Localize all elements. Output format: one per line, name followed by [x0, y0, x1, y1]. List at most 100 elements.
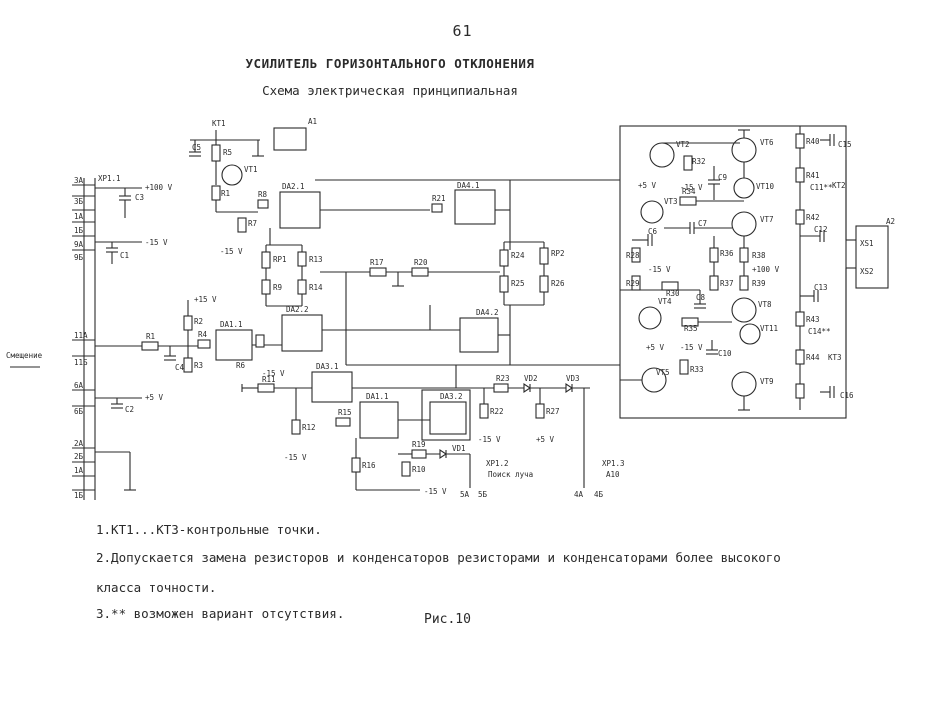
capacitor-label: C14** — [808, 327, 831, 336]
pin-label: 1Б — [74, 226, 84, 235]
resistor-label: R23 — [496, 374, 510, 383]
test-point-label: KT3 — [828, 353, 842, 362]
resistor-label: R39 — [752, 279, 766, 288]
resistor-label: R28 — [626, 251, 640, 260]
capacitor-label: C4 — [175, 363, 185, 372]
resistor-label: R15 — [338, 408, 352, 417]
supply-label: +100 V — [145, 183, 173, 192]
pin-label: 11А — [74, 331, 88, 340]
connector-label: XP1.1 — [98, 174, 121, 183]
transistor-label: VT8 — [758, 300, 772, 309]
resistor-label: R26 — [551, 279, 565, 288]
capacitor-label: C3 — [135, 193, 144, 202]
supply-label: -15 V — [648, 265, 671, 274]
pin-label: А10 — [606, 470, 620, 479]
ic-label: DA3.1 — [316, 362, 339, 371]
resistor-label: R40 — [806, 137, 820, 146]
pin-label: 1А — [74, 466, 84, 475]
ic-label: DA4.2 — [476, 308, 499, 317]
resistor-label: R43 — [806, 315, 820, 324]
resistor-label: R25 — [511, 279, 525, 288]
supply-label: +100 V — [752, 265, 780, 274]
resistor-label: R6 — [236, 361, 246, 370]
capacitor-label: C6 — [648, 227, 658, 236]
capacitor-label: C12 — [814, 225, 828, 234]
resistor-label: R29 — [626, 279, 640, 288]
capacitor-label: C13 — [814, 283, 828, 292]
pin-label: 9А — [74, 240, 84, 249]
resistor-label: R30 — [666, 289, 680, 298]
connector-label: XS1 — [860, 239, 874, 248]
signal-label: Поиск луча — [488, 470, 533, 479]
diode-label: VD3 — [566, 374, 580, 383]
capacitor-label: C5 — [192, 143, 201, 152]
connector-label: XP1.2 — [486, 459, 509, 468]
resistor-label: R9 — [273, 283, 282, 292]
resistor-label: R21 — [432, 194, 446, 203]
transistor-label: VT5 — [656, 368, 670, 377]
pin-label: 6Б — [74, 407, 84, 416]
resistor-label: R44 — [806, 353, 820, 362]
diode-label: VD2 — [524, 374, 538, 383]
supply-label: -15 V — [220, 247, 243, 256]
ic-label: DA1.1 — [366, 392, 389, 401]
capacitor-label: C16 — [840, 391, 854, 400]
resistor-label: R41 — [806, 171, 820, 180]
supply-label: +5 V — [638, 181, 657, 190]
resistor-label: R20 — [414, 258, 428, 267]
page-number: 61 — [452, 22, 473, 40]
resistor-label: R4 — [198, 330, 208, 339]
supply-label: -15 V — [145, 238, 168, 247]
resistor-label: R14 — [309, 283, 323, 292]
resistor-label: R1 — [221, 189, 230, 198]
pin-label: 3А — [74, 176, 84, 185]
diagram-title: УСИЛИТЕЛЬ ГОРИЗОНТАЛЬНОГО ОТКЛОНЕНИЯ — [245, 56, 535, 71]
pin-label: 2А — [74, 439, 84, 448]
figure-caption: Рис.10 — [424, 612, 471, 627]
capacitor-label: C8 — [696, 293, 706, 302]
note-1: 1.КТ1...КТ3-контрольные точки. — [96, 522, 322, 537]
pin-label: 5А — [460, 490, 470, 499]
connector-label: A1 — [308, 117, 317, 126]
supply-label: -15 V — [284, 453, 307, 462]
supply-label: +5 V — [536, 435, 555, 444]
resistor-label: R12 — [302, 423, 316, 432]
transistor-label: VT9 — [760, 377, 774, 386]
resistor-label: R36 — [720, 249, 734, 258]
pin-label: 4А — [574, 490, 584, 499]
connector-xp1-1: 3А 3Б 1А 1Б 9А 9Б 11А 11Б 6А 6Б 2А 2Б 1А… — [72, 174, 121, 500]
supply-label: -15 V — [424, 487, 447, 496]
connector-label: XS2 — [860, 267, 874, 276]
resistor-label: R17 — [370, 258, 384, 267]
diode-label: VD1 — [452, 444, 466, 453]
supply-label: -15 V — [680, 183, 703, 192]
resistor-label: R34 — [682, 187, 696, 196]
supply-label: -15 V — [680, 343, 703, 352]
pin-label: 2Б — [74, 452, 84, 461]
ic-label: DA3.2 — [440, 392, 463, 401]
transistor-label: VT1 — [244, 165, 258, 174]
capacitor-label: C15 — [838, 140, 852, 149]
pot-label: RP1 — [273, 255, 287, 264]
test-point-label: KT2 — [832, 181, 846, 190]
resistor-label: R16 — [362, 461, 376, 470]
resistor-label: R33 — [690, 365, 704, 374]
transistor-label: VT3 — [664, 197, 678, 206]
transistor-label: VT7 — [760, 215, 774, 224]
resistor-label: R35 — [684, 324, 698, 333]
diagram-subtitle: Схема электрическая принципиальная — [262, 83, 518, 98]
pin-label: 11Б — [74, 358, 88, 367]
pin-label: 6А — [74, 381, 84, 390]
test-point-label: KT1 — [212, 119, 226, 128]
resistor-label: R24 — [511, 251, 525, 260]
note-2: 2.Допускается замена резисторов и конден… — [96, 550, 781, 565]
resistor-label: R42 — [806, 213, 820, 222]
pin-label: 4Б — [594, 490, 604, 499]
resistor-label: R5 — [223, 148, 232, 157]
capacitor-label: C7 — [698, 219, 707, 228]
capacitor-label: C1 — [120, 251, 129, 260]
resistor-label: R8 — [258, 190, 268, 199]
transistor-label: VT11 — [760, 324, 778, 333]
ic-label: DA2.1 — [282, 182, 305, 191]
